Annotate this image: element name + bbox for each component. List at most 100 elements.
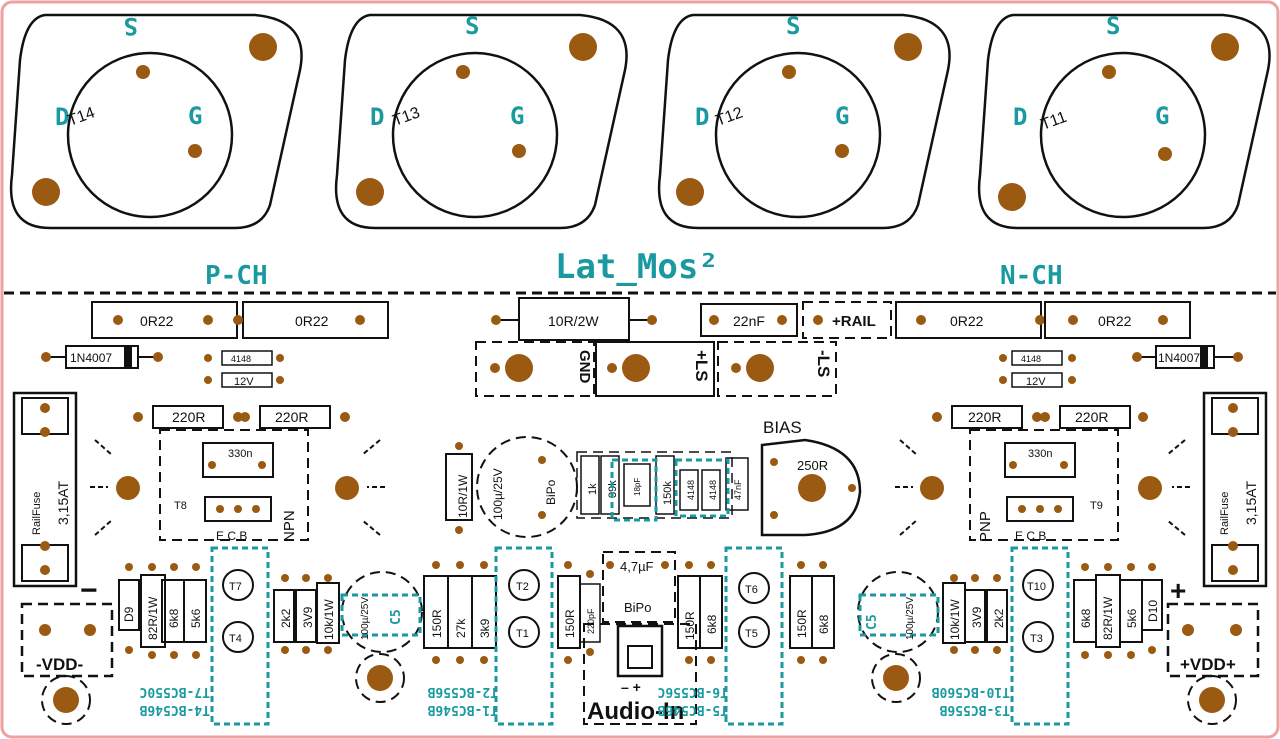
bottom-center-block-label-3: T2 <box>516 581 529 593</box>
zener-12v-right-label-0: 12V <box>1026 376 1046 388</box>
n-ch-label: N-CH <box>1000 261 1063 291</box>
bottom-center-block-label-2: 3k9 <box>478 618 492 638</box>
bottom-center-block-label-6: T1-BC546B <box>427 702 498 717</box>
fuse-left-label-0: RailFuse <box>31 492 43 535</box>
zener-12v-left-label-0: 12V <box>234 376 254 388</box>
resistor-10r-2w-label-0: 10R/2W <box>548 313 599 329</box>
resistor-0r22-2-label-0: 0R22 <box>295 313 329 329</box>
resistor-0r22-1-label-0: 0R22 <box>140 313 174 329</box>
bottom-left-block-label-7: T4-BC546B <box>139 702 210 717</box>
t11-s: S <box>1106 12 1120 40</box>
t13-s: S <box>465 12 479 40</box>
t12-s: S <box>786 12 800 40</box>
cap-22nf: 22nF <box>700 303 798 337</box>
bottom-center-block-label-13: T6 <box>745 584 758 596</box>
bottom-right-block-label-5: T10 <box>1027 581 1046 593</box>
to3-t12: S D G T12 <box>657 12 951 230</box>
fuse-right-label-1: 3,15AT <box>1243 480 1259 525</box>
driver-right: 220R 220R 330n T9 E C B PNP <box>895 405 1190 543</box>
center-block: 10R/1W 100µ/25V BiPo 1k 39k 18pF 150k 41… <box>445 418 862 623</box>
diode-1n4007-right-label-0: 1N4007 <box>1158 351 1200 365</box>
diode-1n4007-left-label-0: 1N4007 <box>70 351 112 365</box>
bottom-right-block-label-4: 2k2 <box>992 608 1006 628</box>
terminal-vdd-plus: + +VDD+ <box>1166 575 1260 725</box>
resistor-0r22-3-label-0: 0R22 <box>950 313 984 329</box>
bottom-right-block-label-2: 10k/1W <box>948 599 962 640</box>
t11-d: D <box>1013 103 1027 131</box>
terminal-minus-ls-label-0: -LS <box>814 350 833 377</box>
bottom-center-block-label-12: 6k8 <box>705 614 719 634</box>
bottom-right-block-label-0: C5 <box>865 614 880 630</box>
driver-left-label-5: NPN <box>281 510 298 542</box>
center-block-label-9: 47nF <box>733 479 743 500</box>
driver-right-label-0: 220R <box>968 409 1001 425</box>
t13-g: G <box>510 102 524 130</box>
bottom-center-block-label-10: Audio-In <box>587 698 684 725</box>
driver-left-label-0: 220R <box>172 409 205 425</box>
center-block-label-12: 4,7µF <box>620 559 654 574</box>
bottom-right-block-label-9: 6k8 <box>1079 608 1093 628</box>
bottom-center-block-label-11: 150R <box>683 611 697 640</box>
bottom-center-block-label-9: – + <box>621 679 641 695</box>
driver-right-label-5: PNP <box>977 511 994 542</box>
driver-right-label-2: 330n <box>1028 448 1052 460</box>
terminal-vdd-minus-label-0: − <box>80 574 98 607</box>
bottom-right-block-label-12: D10 <box>1146 600 1160 622</box>
diode-4148-left-label-0: 4148 <box>231 354 251 364</box>
center-block-label-4: 39k <box>607 480 619 498</box>
bottom-center-block-label-1: 27k <box>454 618 468 638</box>
fuse-left: RailFuse 3,15AT <box>12 391 78 588</box>
bottom-left-block-label-5: T4 <box>229 633 242 645</box>
t12-g: G <box>835 102 849 130</box>
cap-22nf-label-0: 22nF <box>733 313 765 329</box>
bottom-left-block-label-4: T7 <box>229 581 242 593</box>
bottom-right-block-label-7: T10-BC560B <box>932 684 1010 699</box>
driver-left-label-4: E C B <box>216 529 247 543</box>
diode-1n4007-right: 1N4007 <box>1132 345 1243 369</box>
bottom-center-block-label-18: 6k8 <box>817 614 831 634</box>
center-block-label-3: 1k <box>587 483 599 495</box>
to3-t14: S D G T14 <box>9 12 303 230</box>
bottom-right-block-label-6: T3 <box>1030 633 1043 645</box>
bottom-center-block: 150R 27k 3k9 T2 T1 T2-BC556B T1-BC546B 1… <box>423 546 835 726</box>
bottom-center-block-label-0: 150R <box>430 609 444 638</box>
diode-4148-right-label-0: 4148 <box>1021 354 1041 364</box>
bottom-left-block: D9 82R/1W 6k8 5k6 T7 T4 T7-BC550C T4-BC5… <box>118 546 423 726</box>
resistor-10r-2w: 10R/2W <box>491 297 657 341</box>
driver-right-label-1: 220R <box>1075 409 1108 425</box>
bottom-center-block-label-16: T5-BC546B <box>657 702 728 717</box>
bottom-left-block-label-3: 5k6 <box>189 608 203 628</box>
bottom-left-block-label-10: 10k/1W <box>322 599 336 640</box>
to3-t13: S D G T13 <box>334 12 628 230</box>
bottom-left-block-label-11: 100µ/25V <box>360 597 371 640</box>
terminal-vdd-plus-label-1: +VDD+ <box>1180 655 1236 674</box>
diode-4148-left: 4148 <box>204 350 284 366</box>
t14-s: S <box>124 12 138 40</box>
terminal-vdd-plus-label-0: + <box>1170 575 1186 606</box>
p-ch-label: P-CH <box>205 261 268 291</box>
terminal-gnd: GND <box>475 341 595 397</box>
center-block-label-10: BIAS <box>763 418 802 437</box>
bottom-right-block-label-11: 5k6 <box>1125 608 1139 628</box>
center-block-label-6: 150k <box>662 481 674 505</box>
fuse-right-label-0: RailFuse <box>1219 492 1231 535</box>
t11-g: G <box>1155 102 1169 130</box>
driver-left: 220R 220R 330n T8 E C B NPN <box>90 405 385 543</box>
to3-t11: S D G T11 <box>977 12 1271 230</box>
terminal-vdd-minus: − -VDD- <box>20 574 114 725</box>
terminal-gnd-label-0: GND <box>576 350 593 384</box>
driver-right-label-3: T9 <box>1090 500 1103 512</box>
center-block-label-8: 4148 <box>708 480 718 500</box>
bottom-left-block-label-9: 3V9 <box>301 606 315 628</box>
resistor-0r22-4-label-0: 0R22 <box>1098 313 1132 329</box>
center-block-label-1: 100µ/25V <box>491 468 505 520</box>
center-block-label-7: 4148 <box>686 480 696 500</box>
center-block-label-2: BiPo <box>544 479 558 505</box>
driver-left-label-1: 220R <box>275 409 308 425</box>
resistor-0r22-4: 0R22 <box>1044 301 1191 339</box>
terminal-minus-ls: -LS <box>717 341 837 397</box>
resistor-0r22-2: 0R22 <box>233 301 389 339</box>
diode-4148-right: 4148 <box>999 350 1076 366</box>
zener-12v-left: 12V <box>204 372 284 388</box>
